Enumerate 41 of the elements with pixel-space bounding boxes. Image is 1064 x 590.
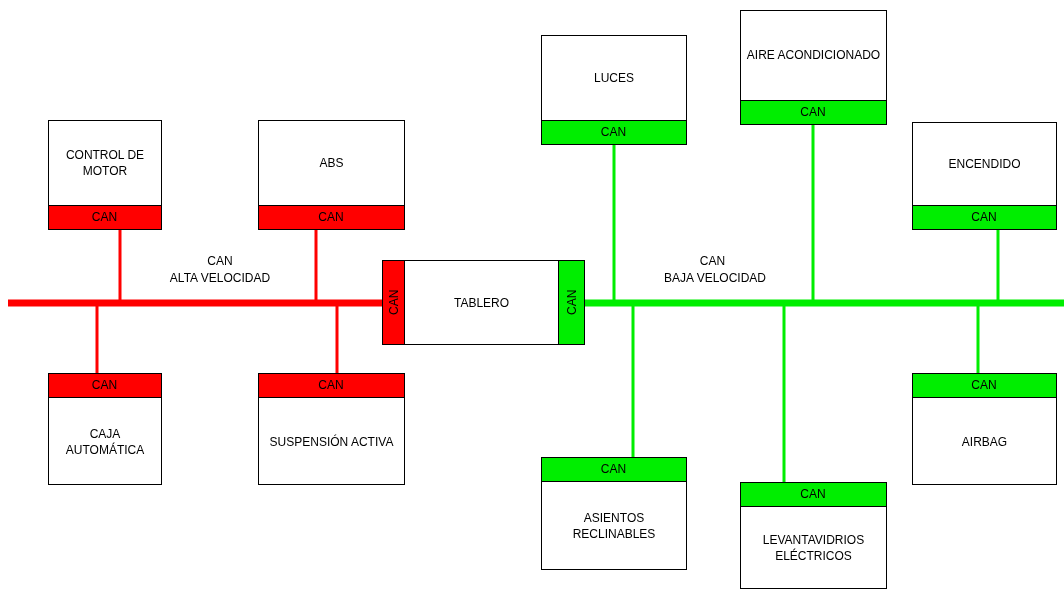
- module-box: [740, 10, 887, 125]
- module-box: [912, 122, 1057, 230]
- module-label: ABS: [319, 154, 344, 171]
- can-band: CAN: [257, 372, 405, 398]
- module-box: [258, 373, 405, 485]
- module-label: ENCENDIDO: [948, 155, 1021, 172]
- bus-connection-line: [335, 301, 382, 373]
- can-band: CAN: [739, 99, 887, 125]
- module-label: AIRE ACONDICIONADO: [746, 47, 881, 63]
- can-band: CAN: [540, 456, 687, 482]
- can-band: CAN: [47, 372, 162, 398]
- module-box: [48, 373, 162, 485]
- can-band: CAN: [911, 204, 1057, 230]
- can-band: CAN: [911, 372, 1057, 398]
- module-box: [382, 260, 585, 345]
- module-label: LUCES: [594, 69, 634, 86]
- can-band: CAN: [540, 119, 687, 145]
- bus-label: BAJA VELOCIDAD: [662, 270, 767, 286]
- bus-label: CAN: [206, 253, 234, 269]
- can-band: CAN: [739, 481, 887, 507]
- module-box: [740, 482, 887, 589]
- bus-label: ALTA VELOCIDAD: [168, 270, 272, 286]
- can-band: CAN: [47, 204, 162, 230]
- module-label: CONTROL DE MOTOR: [64, 146, 146, 179]
- module-label: ASIENTOS RECLINABLES: [571, 510, 657, 542]
- module-label: TABLERO: [453, 294, 510, 311]
- module-box: [912, 373, 1057, 485]
- module-label: CAJA AUTOMÁTICA: [64, 425, 146, 458]
- module-box: [541, 457, 687, 570]
- module-label: SUSPENSIÓN ACTIVA: [269, 433, 394, 450]
- can-band: CAN: [381, 259, 405, 345]
- bus-label: CAN: [698, 253, 727, 269]
- module-box: [258, 120, 405, 230]
- can-band: CAN: [557, 259, 585, 345]
- module-box: [541, 35, 687, 145]
- module-box: [48, 120, 162, 230]
- bus-connection-line: [585, 301, 786, 482]
- module-label: AIRBAG: [961, 433, 1008, 450]
- module-label: LEVANTAVIDRIOS ELÉCTRICOS: [761, 532, 866, 564]
- can-bus-line: [585, 299, 1064, 307]
- can-band: CAN: [257, 204, 405, 230]
